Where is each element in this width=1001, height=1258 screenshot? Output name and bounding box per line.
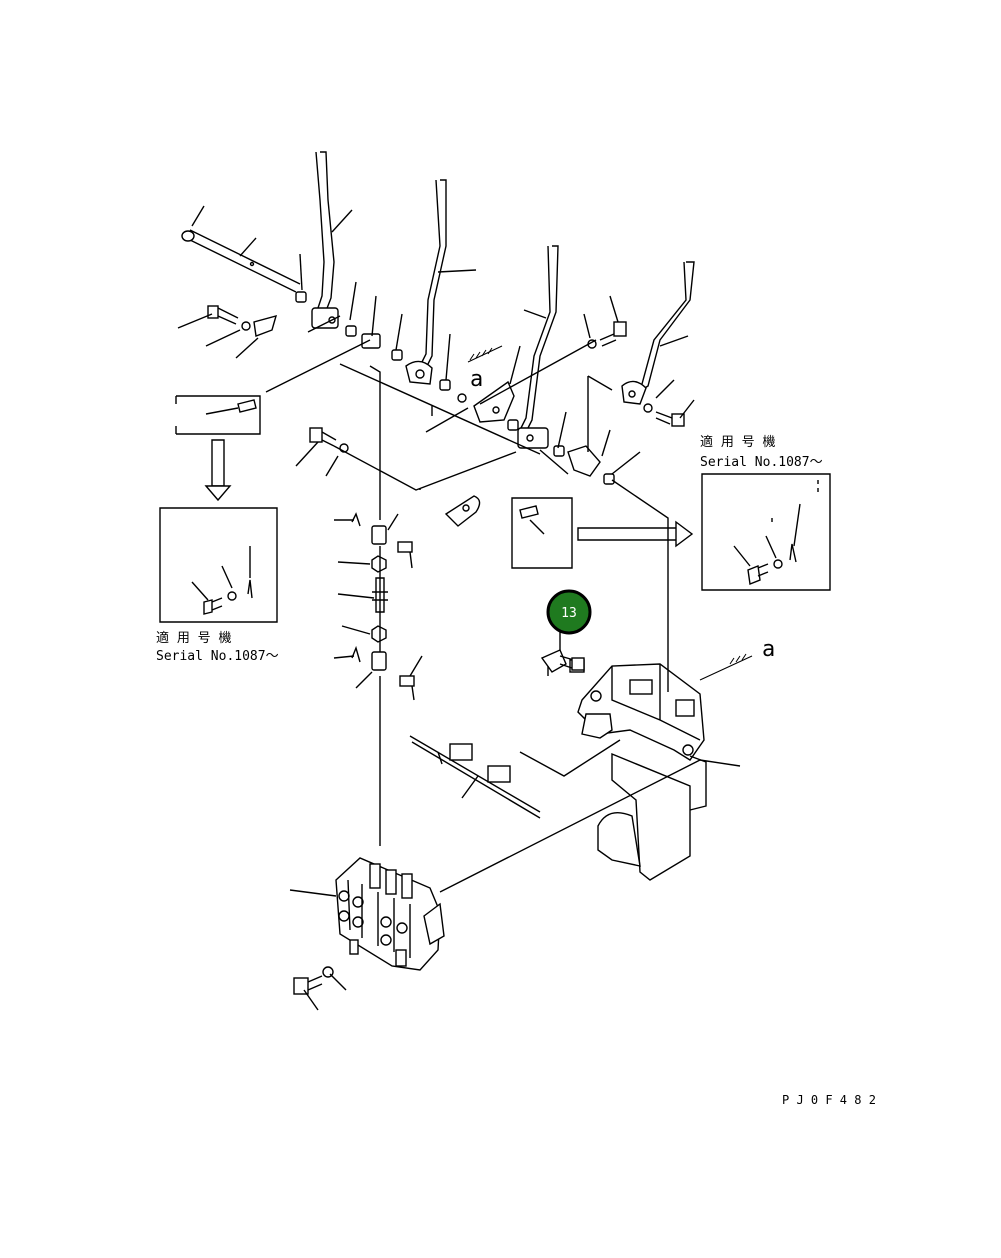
arrow-down: [204, 439, 232, 502]
link-plate: [457, 380, 515, 423]
hatch: [729, 653, 747, 665]
cam-plate: [444, 495, 481, 527]
lever-2: [405, 179, 447, 385]
bolt-bottom: [293, 966, 334, 995]
part-13: [540, 649, 585, 676]
callout-number[interactable]: 13: [561, 606, 577, 621]
bracket-small: [567, 445, 615, 485]
bolt-mid-left: [309, 427, 349, 453]
inset-right: [701, 473, 831, 591]
leader-lines: [177, 205, 741, 1011]
rod-column: [351, 512, 415, 846]
callout-circle[interactable]: [546, 589, 592, 635]
drawing-code: P J 0 F 4 8 2: [782, 1093, 876, 1107]
bushing: [507, 419, 519, 431]
marker-a-right: a: [762, 637, 775, 662]
bolt-top-right: [587, 321, 685, 427]
assembly-guide-lines: [265, 315, 701, 893]
hatch: [469, 347, 493, 361]
bolt-top-left: [207, 305, 278, 337]
marker-a-upper: a: [470, 367, 483, 392]
arrow-right: [577, 520, 694, 548]
shaft-rod: [181, 229, 301, 293]
inset-lower-left: [159, 507, 278, 623]
lever-4: [621, 261, 695, 405]
bushing: [439, 379, 451, 391]
control-valve: [335, 857, 445, 971]
bushing: [553, 445, 565, 457]
note-left-jp: 適 用 号 機: [156, 630, 231, 646]
bushing: [295, 291, 307, 303]
mounting-bracket: [569, 659, 707, 881]
note-left-serial: Serial No.1087～: [156, 649, 279, 664]
link-joint: [361, 333, 381, 349]
bushing: [391, 349, 403, 361]
arrow-to-a: [467, 345, 503, 363]
inset-middle: [511, 497, 573, 569]
lever-3: [517, 245, 559, 449]
note-right-jp: 適 用 号 機: [700, 434, 775, 450]
lower-rod: [409, 735, 541, 819]
bushing: [345, 325, 357, 337]
note-right-serial: Serial No.1087～: [700, 455, 823, 470]
inset-upper-left: [175, 395, 261, 435]
arrow-to-a-right: [699, 655, 753, 681]
callout-13[interactable]: 13: [546, 589, 592, 635]
lever-1: [311, 151, 339, 329]
